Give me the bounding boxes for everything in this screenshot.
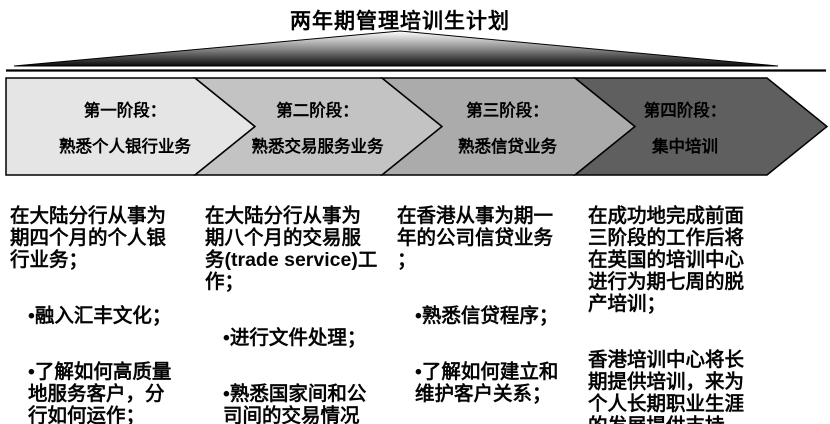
phase-2-details: 在大陆分行从事为 期八个月的交易服 务(trade service)工 作； •… bbox=[205, 183, 399, 424]
phase-2-bullet-1: •进行文件处理； bbox=[223, 327, 367, 349]
phase-1-header: 在大陆分行从事为 期四个月的个人银 行业务； bbox=[10, 205, 167, 271]
phase-3-details: 在香港从事为期一 年的公司信贷业务 ； •熟悉信贷程序； •了解如何建立和 维护… bbox=[397, 183, 579, 424]
phase-4-paragraph-2: 香港培训中心将长 期提供培训，来为 个人长期职业生涯 的发展提供支持 bbox=[588, 349, 745, 424]
phase-1-details: 在大陆分行从事为 期四个月的个人银 行业务； •融入汇丰文化； •了解如何高质量… bbox=[10, 183, 196, 424]
phase-4-details: 在成功地完成前面 三阶段的工作后将 在英国的培训中心 进行为期七周的脱 产培训；… bbox=[588, 183, 793, 424]
phase-2-bullet-2: •熟悉国家间和公 司间的交易情况 bbox=[223, 383, 367, 424]
phase-1-bullet-1: •融入汇丰文化； bbox=[28, 305, 172, 327]
phase-3-bullet-2: •了解如何建立和 维护客户关系； bbox=[415, 361, 559, 405]
phase-4-chevron bbox=[572, 77, 829, 176]
phase-4-paragraph-1: 在成功地完成前面 三阶段的工作后将 在英国的培训中心 进行为期七周的脱 产培训； bbox=[588, 205, 745, 315]
phase-1-bullet-2: •了解如何高质量 地服务客户，分 行如何运作； bbox=[28, 361, 172, 424]
phase-3-bullet-1: •熟悉信贷程序； bbox=[415, 305, 559, 327]
phase-2-header: 在大陆分行从事为 期八个月的交易服 务(trade service)工 作； bbox=[205, 205, 378, 293]
slide-title: 两年期管理培训生计划 bbox=[290, 10, 510, 33]
umbrella-triangle bbox=[13, 30, 779, 67]
phase-3-header: 在香港从事为期一 年的公司信贷业务 ； bbox=[397, 205, 554, 271]
